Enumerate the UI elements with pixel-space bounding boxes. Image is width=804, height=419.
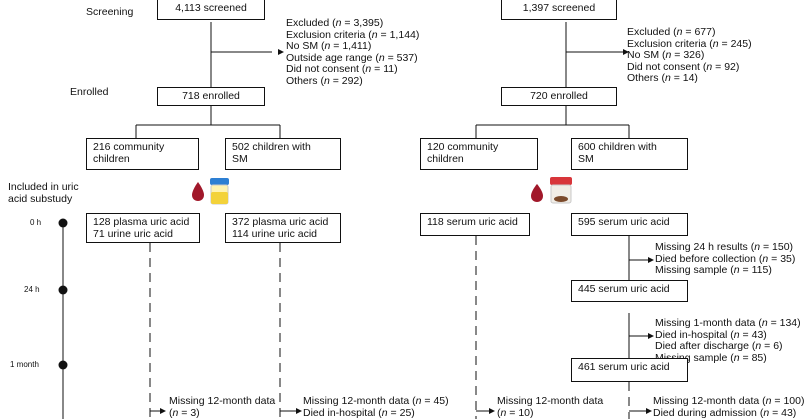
note-line: (n = 10): [497, 406, 534, 419]
right-sm-uric-box: 595 serum uric acid: [571, 213, 688, 236]
left-screened-box: 4,113 screened: [157, 0, 265, 20]
box-line: 71 urine uric acid: [93, 228, 173, 240]
box-line: 128 plasma uric acid: [93, 216, 190, 228]
note-line: Missing 12-month data: [169, 395, 276, 407]
box-line: children: [93, 153, 130, 165]
timeline-1month: 1 month: [10, 360, 39, 369]
left-community-box: 216 community children: [86, 138, 199, 170]
note-line: Missing 12-month data (n = 45): [303, 395, 449, 407]
note-line: Missing sample (n = 115): [655, 264, 772, 276]
right-24h-uric-box: 445 serum uric acid: [571, 280, 688, 302]
note-line: Died in-hospital (n = 25): [303, 406, 415, 419]
left-excluded-line: Outside age range (n = 537): [286, 51, 418, 64]
right-screened-box: 1,397 screened: [501, 0, 617, 20]
box-line: 502 children with: [232, 141, 311, 153]
note-line: Missing 12-month data (n = 100): [653, 395, 804, 407]
note-line: Died during admission (n = 43): [653, 406, 797, 419]
box-line: 600 children with: [578, 141, 657, 153]
box-line: SM: [578, 153, 594, 165]
box-line: 114 urine uric acid: [232, 228, 318, 240]
right-enrolled-box: 720 enrolled: [501, 87, 617, 106]
box-line: children: [427, 153, 464, 165]
left-missing-b-note: Missing 12-month data (n = 45) Died in-h…: [303, 395, 449, 419]
right-missing-1m-note: Missing 1-month data (n = 134) Died in-h…: [655, 317, 801, 364]
note-line: Missing 24 h results (n = 150): [655, 241, 794, 253]
right-missing-b-note: Missing 12-month data (n = 100) Died dur…: [653, 395, 804, 419]
box-line: 372 plasma uric acid: [232, 216, 329, 228]
right-excluded-line: Excluded (n = 677): [627, 26, 716, 38]
note-line: (n = 3): [169, 406, 200, 419]
right-community-uric-box: 118 serum uric acid: [420, 213, 530, 236]
left-excluded-line: Excluded (n = 3,395): [286, 17, 384, 29]
left-sm-box: 502 children with SM: [225, 138, 341, 170]
right-community-box: 120 community children: [420, 138, 538, 170]
timeline-0h: 0 h: [30, 218, 42, 227]
enrolled-label: Enrolled: [70, 86, 109, 98]
note-line: Missing sample (n = 85): [655, 351, 767, 364]
note-line: Missing 12-month data: [497, 395, 604, 407]
right-excluded-line: Others (n = 14): [627, 72, 698, 84]
right-excluded-line: Exclusion criteria (n = 245): [627, 37, 752, 50]
substudy-label-line: Included in uric: [8, 181, 79, 193]
note-line: Died before collection (n = 35): [655, 252, 796, 265]
blood-drop-and-serum-jar-icon: [531, 177, 572, 204]
blood-drop-and-urine-jar-icon: [192, 178, 229, 205]
box-line: 216 community: [93, 141, 165, 153]
right-excluded-line: Did not consent (n = 92): [627, 60, 740, 73]
box-line: 120 community: [427, 141, 499, 153]
left-missing-a-note: Missing 12-month data (n = 3): [169, 395, 276, 419]
left-sm-uric-box: 372 plasma uric acid 114 urine uric acid: [225, 213, 341, 243]
note-line: Missing 1-month data (n = 134): [655, 317, 801, 329]
substudy-label-line: acid substudy: [8, 193, 73, 205]
left-community-uric-box: 128 plasma uric acid 71 urine uric acid: [86, 213, 200, 243]
right-sm-box: 600 children with SM: [571, 138, 688, 170]
right-excluded-line: No SM (n = 326): [627, 49, 705, 61]
left-excluded-line: Exclusion criteria (n = 1,144): [286, 28, 420, 41]
right-1m-uric-box: 461 serum uric acid: [571, 358, 688, 382]
note-line: Died after discharge (n = 6): [655, 340, 783, 352]
left-excluded-line: Did not consent (n = 11): [286, 63, 398, 75]
right-missing-a-note: Missing 12-month data (n = 10): [497, 395, 604, 419]
left-excluded-line: Others (n = 292): [286, 74, 363, 87]
screening-label: Screening: [86, 6, 134, 18]
note-line: Died in-hospital (n = 43): [655, 328, 767, 341]
left-excluded-note: Excluded (n = 3,395) Exclusion criteria …: [286, 17, 420, 87]
box-line: SM: [232, 153, 248, 165]
timeline-24h: 24 h: [24, 285, 40, 294]
left-enrolled-box: 718 enrolled: [157, 87, 265, 106]
substudy-label: Included in uric acid substudy: [8, 181, 79, 205]
right-excluded-note: Excluded (n = 677) Exclusion criteria (n…: [627, 26, 752, 85]
left-excluded-line: No SM (n = 1,411): [286, 40, 372, 52]
right-missing-24h-note: Missing 24 h results (n = 150) Died befo…: [655, 241, 796, 277]
